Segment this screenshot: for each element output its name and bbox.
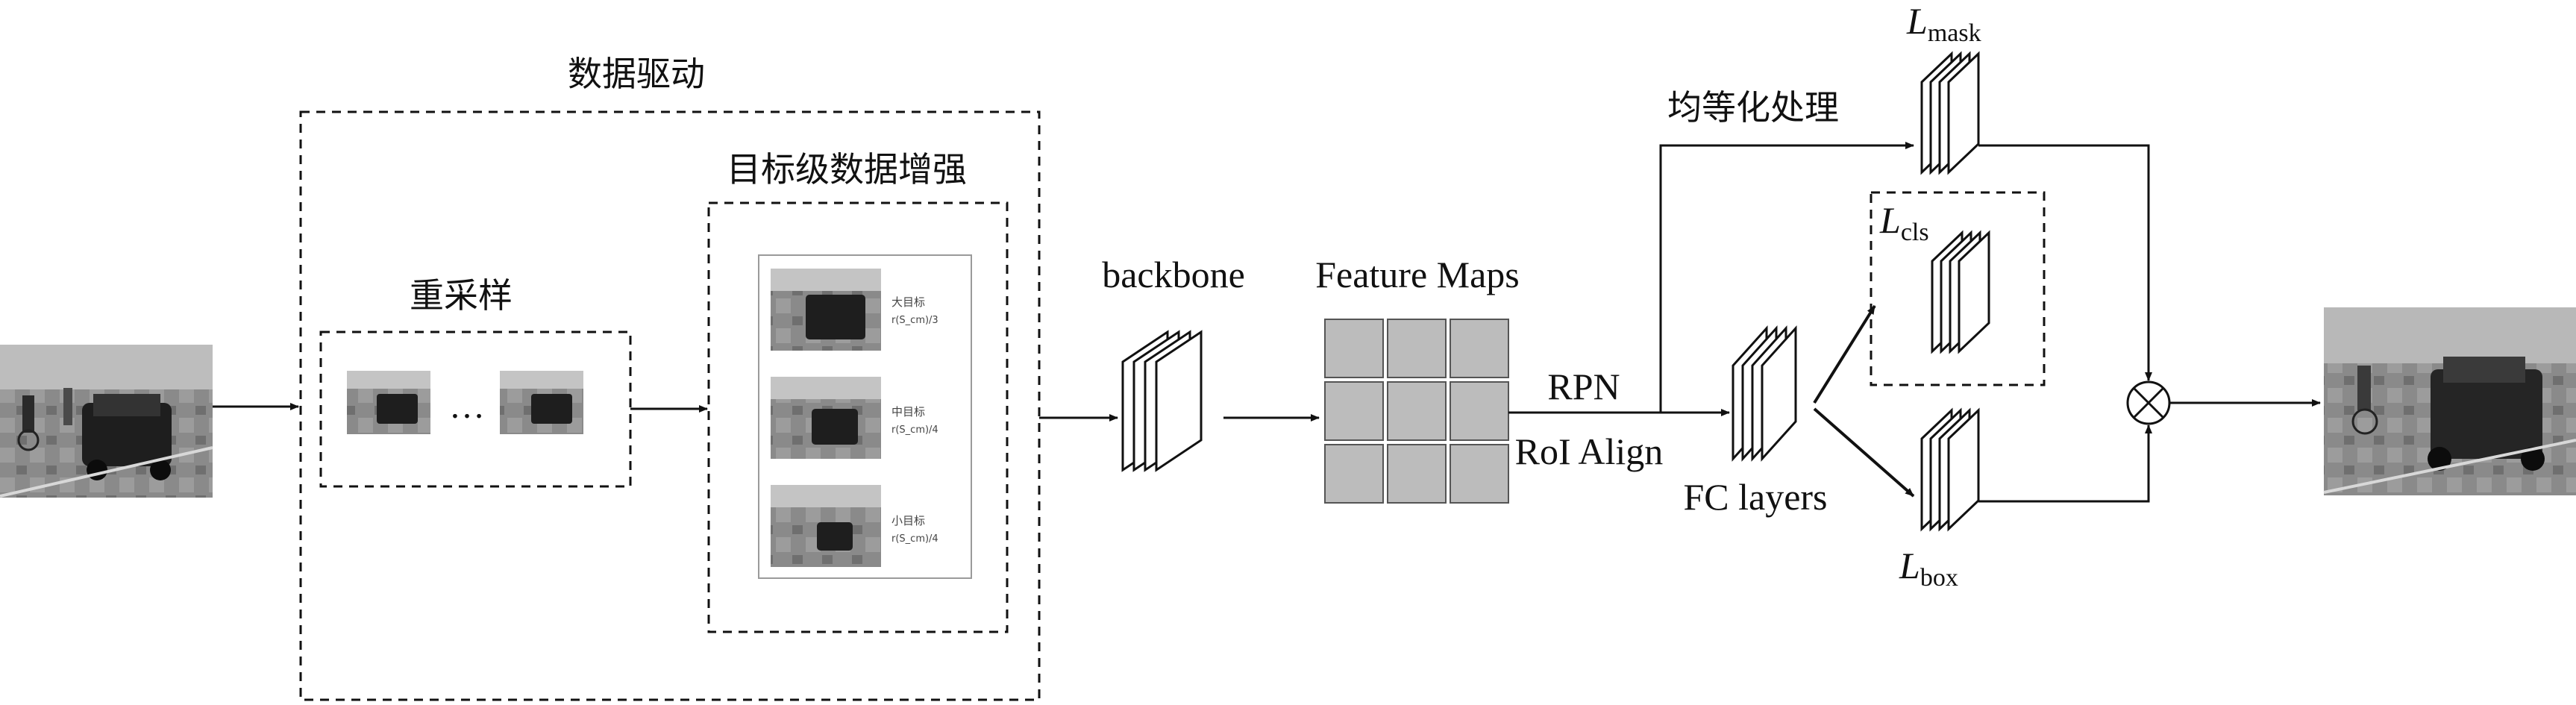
roi-align-label: RoI Align [1515,430,1664,472]
data-driven-label: 数据驱动 [568,54,705,94]
fc-layers-block [1732,325,1797,462]
fc-layers-label: FC layers [1683,476,1827,518]
backbone-block [1121,330,1203,472]
equalization-label: 均等化处理 [1667,87,1839,128]
feature-maps-grid [1324,319,1509,504]
resample-label: 重采样 [410,275,513,316]
cls-head-block [1931,230,1990,354]
arrow-mask-to-operator [1978,144,2152,381]
input-image [0,345,213,498]
aug-sample-label: 中目标 [891,405,925,419]
cls-box [1870,191,2046,386]
output-image [2323,307,2576,495]
target-aug-label: 目标级数据增强 [727,149,967,189]
loss-cls-label: Lcls [1879,199,1929,246]
arrow-fc-to-cls [1813,304,1876,404]
aug-sample-formula: r(S_cm)/4 [891,533,938,545]
aug-sample-label: 大目标 [891,295,925,309]
resample-thumbnail [500,371,583,434]
aug-sample-large [771,269,881,351]
rpn-label: RPN [1547,366,1620,407]
backbone-label: backbone [1102,254,1245,295]
target-aug-box [707,201,1009,633]
resample-box [319,330,632,488]
loss-mask-label: Lmask [1906,0,1981,47]
arrow-to-mask [1659,142,1914,413]
loss-box-label: Lbox [1899,545,1958,592]
arrow-box-to-operator [1978,424,2152,503]
aug-sample-label: 小目标 [891,514,925,527]
mask-head-block [1920,51,1980,175]
combine-operator-icon [2126,380,2171,425]
feature-maps-label: Feature Maps [1315,254,1520,295]
data-driven-box [299,110,1041,701]
aug-sample-formula: r(S_cm)/3 [891,315,938,326]
arrow-fc-to-box [1813,407,1915,498]
resample-ellipsis: … [449,386,485,426]
aug-sample-medium [771,377,881,459]
box-head-block [1920,407,1980,532]
resample-thumbnail [347,371,430,434]
aug-sample-formula: r(S_cm)/4 [891,424,938,436]
aug-sample-small [771,485,881,567]
